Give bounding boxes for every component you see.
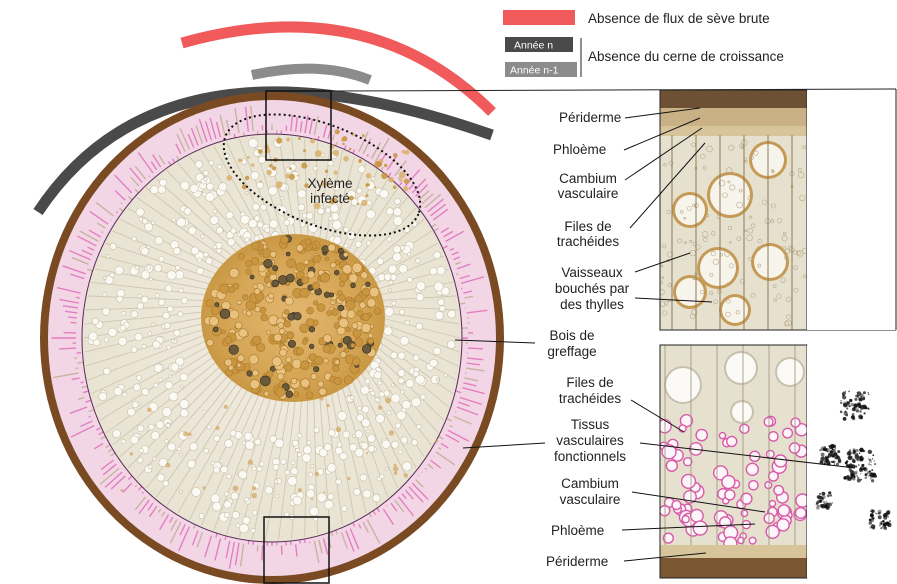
label-vessels-line2: bouchés par [555,281,630,296]
label-graft-wood-line2: greffage [547,344,596,359]
year-n-legend-label: Année n [514,40,553,52]
infected-xylem-label-line1: Xylème [307,176,352,191]
stem-cross-section: Xylème infecté [40,90,504,584]
sap-flow-legend-swatch [503,10,575,25]
label-vessels-line1: Vaisseaux [561,265,623,280]
label-tissues-line1: Tissus [571,417,610,432]
label-phloem-top: Phloème [553,142,606,157]
growth-ring-legend-label: Absence du cerne de croissance [588,49,784,64]
label-periderm-top: Périderme [559,110,621,125]
bottom-inset-micrograph [658,345,897,578]
label-tracheids-top-line1: Files de [564,219,611,234]
label-cambium-bottom-line1: Cambium [561,476,619,491]
label-periderm-bottom: Périderme [546,554,608,569]
label-tissues-line3: fonctionnels [554,449,626,464]
top-inset-micrograph [659,89,897,330]
bottom-inset-fluorescence-panel [807,345,897,578]
year-n-minus-1-legend-label: Année n-1 [510,65,559,77]
label-tracheids-top-line2: trachéides [557,234,620,249]
label-vessels-line3: des thylles [560,297,624,312]
top-inset-right-panel [807,90,897,330]
sap-flow-legend-label: Absence de flux de sève brute [588,11,770,26]
legend: Absence de flux de sève brute Année n An… [503,10,784,77]
label-tissues-line2: vasculaires [556,433,624,448]
label-phloem-bottom: Phloème [551,523,604,538]
label-tracheids-bottom-line1: Files de [566,375,613,390]
label-tracheids-bottom-line2: trachéides [559,391,622,406]
label-cambium-top-line1: Cambium [559,171,617,186]
year-n-minus-1-arc [252,69,370,80]
label-cambium-bottom-line2: vasculaire [560,492,621,507]
label-graft-wood-line1: Bois de [549,328,594,343]
label-cambium-top-line2: vasculaire [558,186,619,201]
infected-xylem-label-line2: infecté [310,191,350,206]
